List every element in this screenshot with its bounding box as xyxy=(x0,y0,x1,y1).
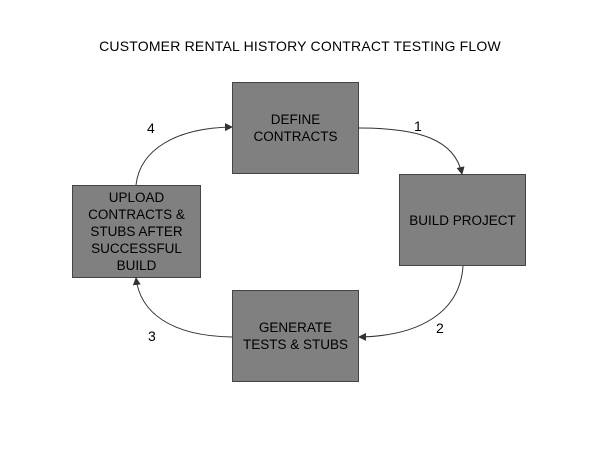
edge-4-arrow xyxy=(135,123,233,186)
edge-2-arrow xyxy=(358,265,464,341)
edge-1-arrow xyxy=(358,127,465,175)
node-label: DEFINE CONTRACTS xyxy=(253,112,338,144)
edge-label-2: 2 xyxy=(436,320,444,336)
node-define-contracts: DEFINE CONTRACTS xyxy=(232,82,359,174)
edge-label-4: 4 xyxy=(147,120,155,136)
node-generate-tests-stubs: GENERATE TESTS & STUBS xyxy=(232,290,359,382)
node-label: UPLOAD CONTRACTS & STUBS AFTER SUCCESSFU… xyxy=(88,190,185,273)
edge-label-3: 3 xyxy=(148,328,156,344)
node-label: BUILD PROJECT xyxy=(409,212,516,228)
edge-label-1: 1 xyxy=(414,118,422,134)
node-label: GENERATE TESTS & STUBS xyxy=(242,320,349,352)
diagram-title: CUSTOMER RENTAL HISTORY CONTRACT TESTING… xyxy=(99,38,501,54)
edge-3-arrow xyxy=(132,277,233,338)
